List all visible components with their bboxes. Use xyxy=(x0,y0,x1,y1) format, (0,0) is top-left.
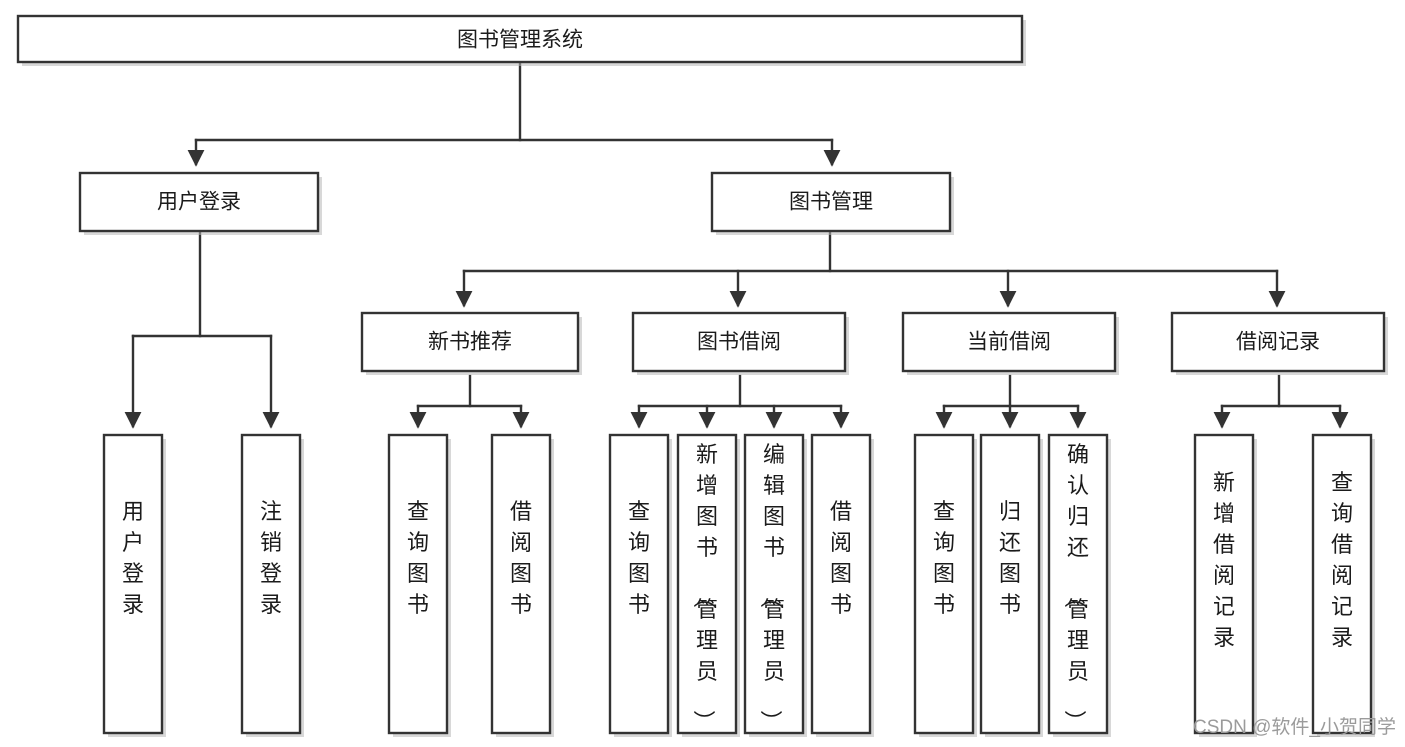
node-book-manage-label: 图书管理 xyxy=(789,191,873,214)
node-leaf-query-book-1[interactable]: 查询图书 xyxy=(387,433,451,737)
node-user-login[interactable]: 用户登录 xyxy=(78,171,322,235)
node-book-borrow[interactable]: 图书借阅 xyxy=(631,311,849,375)
node-borrow-record[interactable]: 借阅记录 xyxy=(1170,311,1388,375)
node-leaf-query-book-3-label: 查询图书 xyxy=(933,499,955,617)
node-root-label: 图书管理系统 xyxy=(457,29,583,52)
node-leaf-query-book-2-label: 查询图书 xyxy=(628,499,650,617)
node-leaf-query-record[interactable]: 查询借阅记录 xyxy=(1311,433,1375,737)
node-leaf-add-record-label: 新增借阅记录 xyxy=(1213,470,1235,650)
node-current-borrow-label: 当前借阅 xyxy=(967,331,1051,354)
node-leaf-add-record[interactable]: 新增借阅记录 xyxy=(1193,433,1257,737)
csdn-watermark: CSDN @软件_小贺同学 xyxy=(1193,716,1396,738)
node-leaf-add-book[interactable]: 新增图书（管理员） xyxy=(676,433,740,737)
node-leaf-add-book-label: 新增图书（管理员） xyxy=(691,442,718,732)
node-new-book-recommend[interactable]: 新书推荐 xyxy=(360,311,582,375)
node-current-borrow[interactable]: 当前借阅 xyxy=(901,311,1119,375)
node-leaf-confirm-return-label: 确认归还（管理员） xyxy=(1062,442,1089,732)
node-leaf-user-login-label: 用户登录 xyxy=(122,499,144,617)
node-leaf-query-record-label: 查询借阅记录 xyxy=(1331,470,1353,650)
node-leaf-borrow-book-2[interactable]: 借阅图书 xyxy=(810,433,874,737)
node-user-login-label: 用户登录 xyxy=(157,191,241,214)
node-leaf-user-logout[interactable]: 注销登录 xyxy=(240,433,304,737)
node-root[interactable]: 图书管理系统 xyxy=(16,14,1026,66)
node-leaf-confirm-return[interactable]: 确认归还（管理员） xyxy=(1047,433,1111,737)
node-book-manage[interactable]: 图书管理 xyxy=(710,171,954,235)
node-new-book-recommend-label: 新书推荐 xyxy=(428,331,512,354)
node-book-borrow-label: 图书借阅 xyxy=(697,331,781,354)
node-leaf-query-book-2[interactable]: 查询图书 xyxy=(608,433,672,737)
node-borrow-record-label: 借阅记录 xyxy=(1236,331,1320,354)
node-leaf-return-book-label: 归还图书 xyxy=(999,499,1021,617)
node-leaf-return-book[interactable]: 归还图书 xyxy=(979,433,1043,737)
node-leaf-edit-book[interactable]: 编辑图书（管理员） xyxy=(743,433,807,737)
node-leaf-borrow-book-1-label: 借阅图书 xyxy=(510,499,532,617)
node-leaf-edit-book-label: 编辑图书（管理员） xyxy=(758,442,785,732)
node-leaf-user-login[interactable]: 用户登录 xyxy=(102,433,166,737)
node-leaf-query-book-1-label: 查询图书 xyxy=(407,499,429,617)
node-leaf-borrow-book-1[interactable]: 借阅图书 xyxy=(490,433,554,737)
node-leaf-user-logout-label: 注销登录 xyxy=(260,499,282,617)
connector-layer xyxy=(124,62,1349,429)
node-leaf-query-book-3[interactable]: 查询图书 xyxy=(913,433,977,737)
node-leaf-borrow-book-2-label: 借阅图书 xyxy=(830,499,852,617)
